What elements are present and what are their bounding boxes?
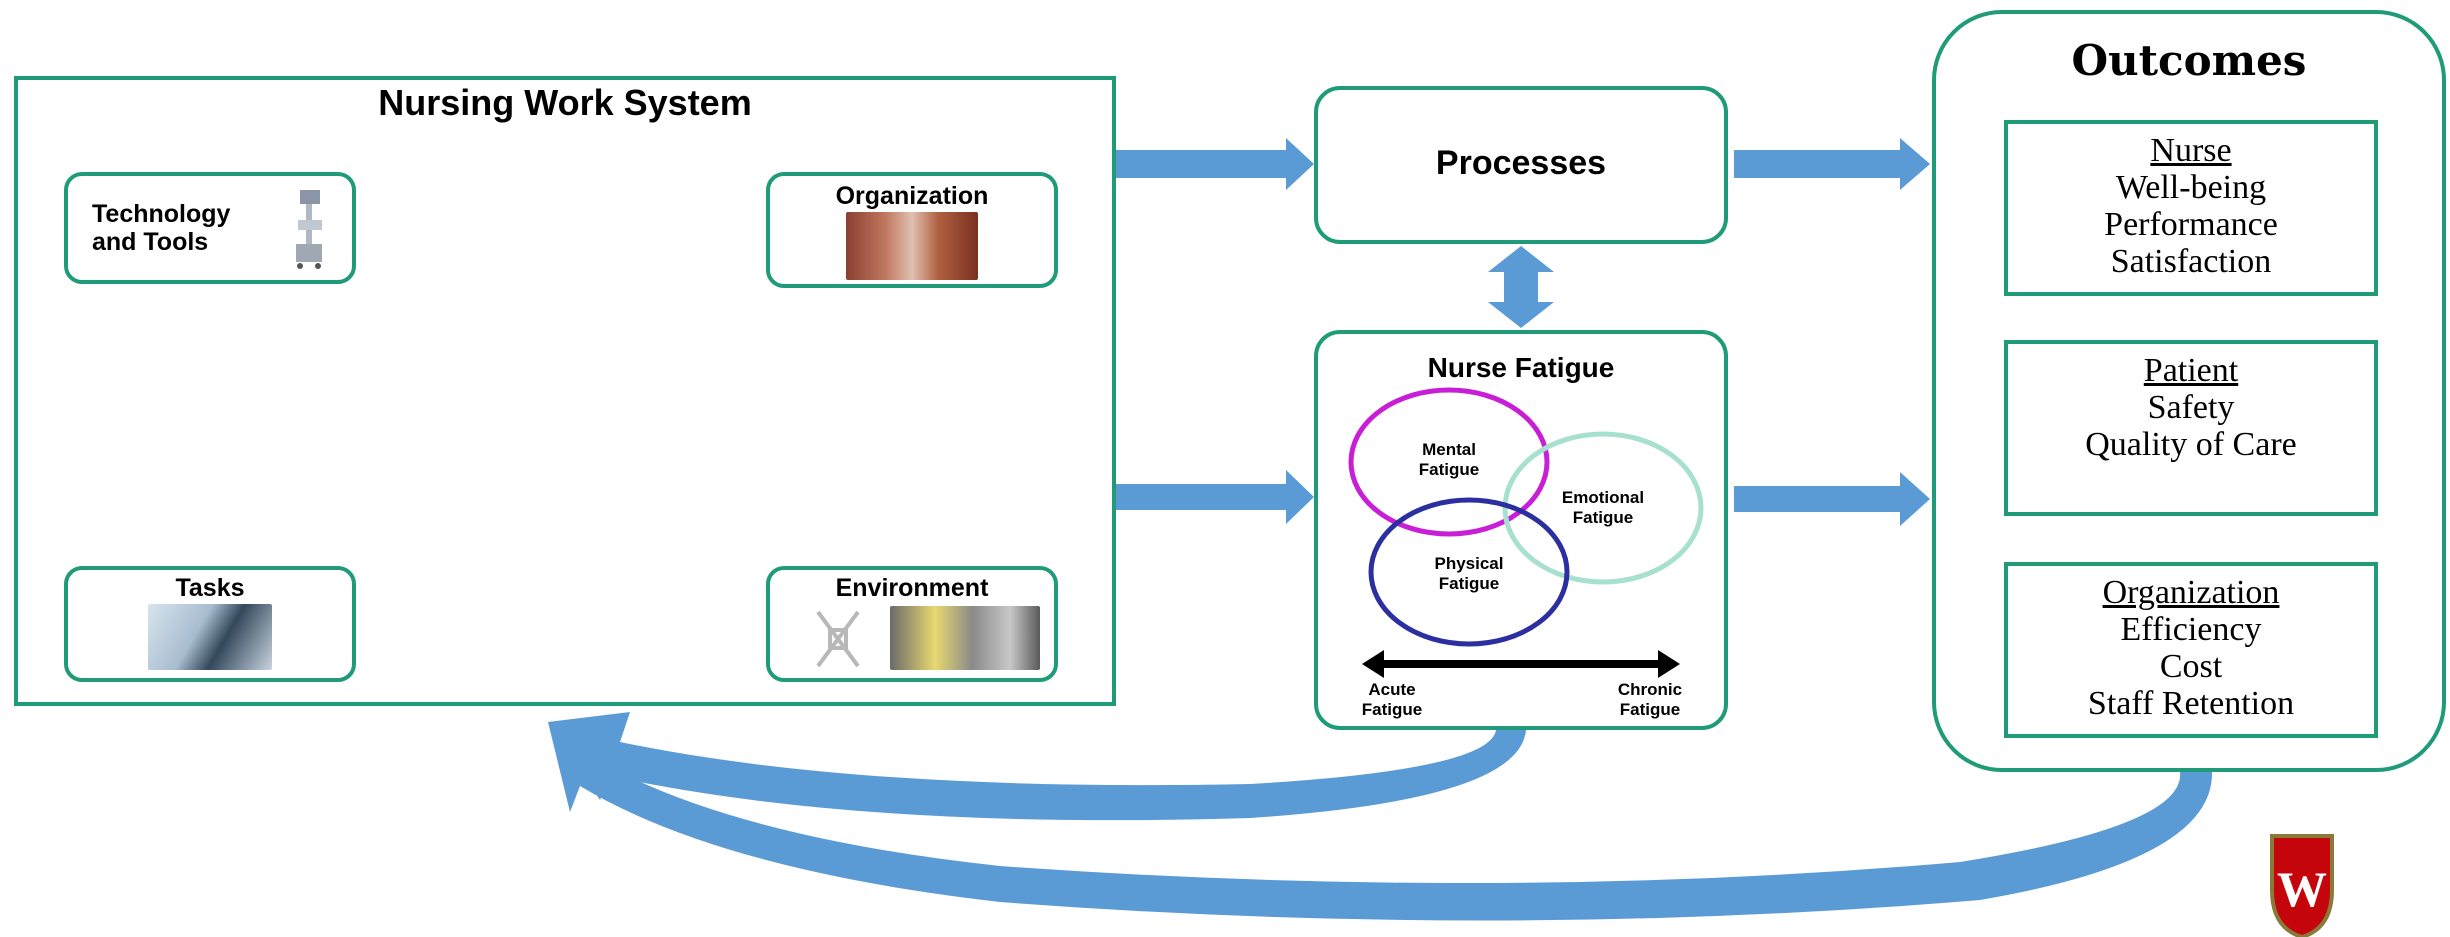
work-system-title: Nursing Work System: [378, 82, 752, 123]
nurse-outcome-item: Satisfaction: [2110, 243, 2272, 280]
organization-box: Organization: [766, 172, 1058, 288]
processes-to-outcomes-arrow: [1734, 138, 1930, 190]
nurse-fatigue-title: Nurse Fatigue: [1427, 352, 1615, 383]
outcomes-feedback-arrow: [548, 722, 2213, 921]
nurse-outcomes-box: Nurse Well-being Performance Satisfactio…: [2004, 120, 2378, 296]
organization-outcome-item: Cost: [2159, 648, 2223, 685]
university-crest-logo: W: [2270, 834, 2334, 937]
nurse-outcomes-heading: Nurse: [2150, 132, 2232, 169]
tasks-box: Tasks: [64, 566, 356, 682]
outcomes-title: Outcomes: [2071, 36, 2307, 85]
fatigue-feedback-arrow: [548, 712, 1526, 821]
patient-outcome-item: Quality of Care: [2085, 426, 2297, 463]
environment-label: Environment: [835, 574, 989, 602]
nurse-outcome-item: Well-being: [2115, 169, 2267, 206]
physical-fatigue-label: Physical Fatigue: [1434, 554, 1504, 593]
organization-outcomes-box: Organization Efficiency Cost Staff Reten…: [2004, 562, 2378, 738]
acute-chronic-arrow: [1362, 650, 1680, 678]
mental-fatigue-label: Mental Fatigue: [1418, 440, 1480, 479]
patient-outcomes-box: Patient Safety Quality of Care: [2004, 340, 2378, 516]
mental-fatigue-circle: [1348, 387, 1550, 537]
acute-fatigue-label: Acute Fatigue: [1361, 680, 1423, 719]
venn-diagram: [1348, 387, 1704, 647]
chronic-fatigue-label: Chronic Fatigue: [1617, 680, 1683, 719]
hospital-room-photo: [890, 606, 1040, 670]
emotional-fatigue-circle: [1502, 431, 1704, 585]
tasks-label: Tasks: [175, 574, 245, 602]
fatigue-to-outcomes-arrow: [1734, 472, 1930, 526]
emotional-fatigue-label: Emotional Fatigue: [1561, 488, 1645, 527]
patient-outcomes-heading: Patient: [2143, 352, 2239, 389]
organization-outcome-item: Staff Retention: [2087, 685, 2295, 722]
processes-label: Processes: [1435, 144, 1607, 182]
environment-box: Environment: [766, 566, 1058, 682]
floor-plan-icon: [808, 606, 868, 672]
patient-outcome-item: Safety: [2147, 389, 2235, 426]
processes-fatigue-double-arrow: [1488, 246, 1554, 328]
ws-to-processes-arrow: [1116, 138, 1314, 190]
staff-photo: [846, 212, 978, 280]
organization-label: Organization: [835, 182, 989, 210]
nurse-outcome-item: Performance: [2104, 206, 2278, 243]
organization-outcomes-heading: Organization: [2102, 574, 2280, 611]
technology-label: Technology and Tools: [92, 200, 231, 256]
physical-fatigue-circle: [1368, 497, 1570, 647]
technology-box: Technology and Tools: [64, 172, 356, 284]
medical-cart-icon: [294, 190, 324, 270]
nurse-fatigue-box: [1314, 330, 1728, 730]
svg-text:W: W: [2277, 861, 2327, 917]
organization-outcome-item: Efficiency: [2120, 611, 2262, 648]
processes-box: [1314, 86, 1728, 244]
blood-pressure-photo: [148, 604, 272, 670]
